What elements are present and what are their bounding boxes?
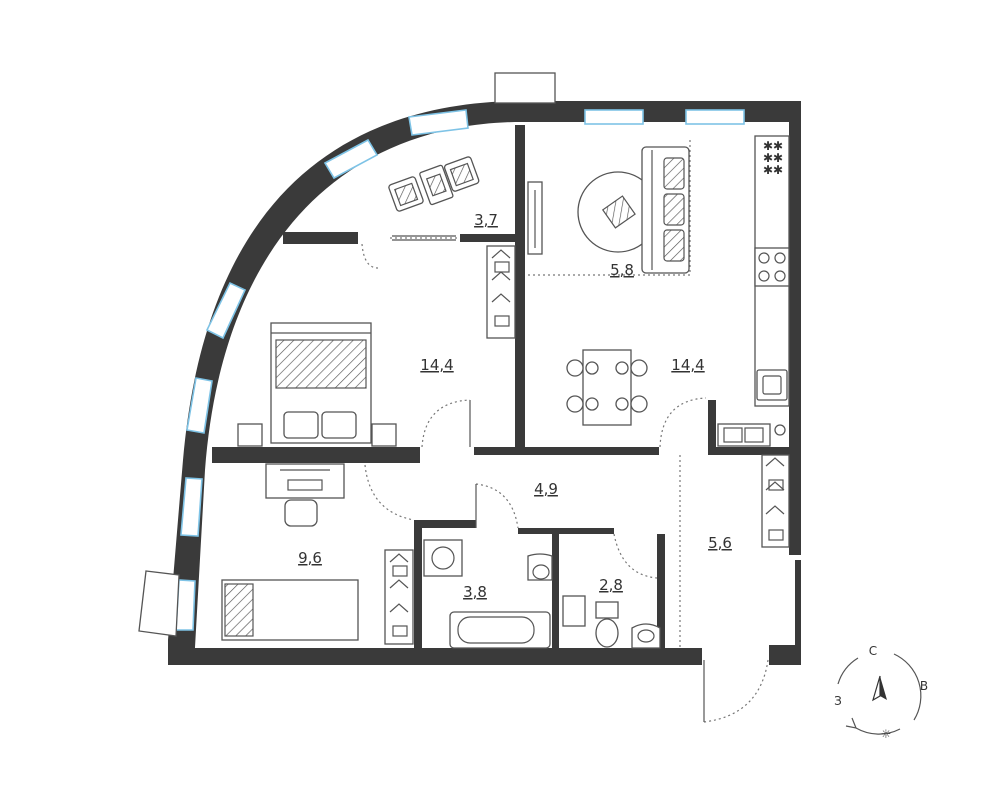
windows xyxy=(138,72,745,637)
dining-table xyxy=(582,349,632,426)
boiler xyxy=(562,595,586,627)
sun-icon: ☼ xyxy=(881,727,892,741)
wardrobe-corridor xyxy=(761,454,790,548)
bottom-wall xyxy=(168,648,700,665)
balcony-furniture xyxy=(388,156,480,212)
wall-bed-divider xyxy=(212,447,420,463)
doors xyxy=(361,140,769,723)
area-label-living: 5,8 xyxy=(610,261,634,279)
compass-needle-icon xyxy=(880,676,887,700)
wall-wc-right xyxy=(657,534,665,648)
area-label-kitchen: 14,4 xyxy=(671,356,704,374)
area-label-balcony: 3,7 xyxy=(474,211,498,229)
door-bedroom xyxy=(421,399,471,448)
window-5 xyxy=(180,477,203,537)
top-wall xyxy=(515,101,801,122)
wc-sink xyxy=(631,623,661,649)
desk-chair xyxy=(284,499,318,527)
area-label-bedroom: 9,6 xyxy=(298,549,322,567)
right-wall-lower xyxy=(769,645,801,665)
compass-west: З xyxy=(834,694,842,708)
dining-chairs xyxy=(566,359,648,413)
wall-bath-top-2 xyxy=(518,528,614,534)
ac-unit-side xyxy=(138,570,180,637)
interior-walls xyxy=(212,125,793,665)
window-4 xyxy=(186,377,213,434)
wall-bath-wc xyxy=(552,528,559,650)
outer-walls xyxy=(168,101,801,665)
washing-machine xyxy=(423,539,463,577)
wall-bath-top xyxy=(414,520,476,528)
living-furniture xyxy=(527,146,690,274)
bedroom-furniture xyxy=(221,463,414,645)
compass-north: С xyxy=(869,644,877,658)
bathtub xyxy=(449,611,551,649)
compass: С В З ☼ xyxy=(834,644,928,741)
fridge xyxy=(717,423,771,447)
wall-kitchen-side xyxy=(708,400,716,455)
stove xyxy=(754,247,790,287)
area-label-corridor: 5,6 xyxy=(708,534,732,552)
compass-east: В xyxy=(920,679,928,693)
sink xyxy=(756,369,788,401)
living-rug-boundary xyxy=(528,140,691,276)
room-labels: 3,7 5,8 14,4 14,4 4,9 9,6 5,6 3,8 2,8 xyxy=(298,211,732,601)
wall-balcony-right xyxy=(460,234,520,242)
right-wall xyxy=(789,122,801,555)
wardrobe-bedroom xyxy=(384,549,414,645)
curved-wall xyxy=(168,101,515,665)
door-entry xyxy=(703,659,769,723)
ac-unit-top xyxy=(494,72,556,104)
area-label-hallway: 4,9 xyxy=(534,480,558,498)
toilet-furniture xyxy=(562,595,661,649)
bathroom-furniture xyxy=(423,539,553,649)
wall-kitchen-bottom xyxy=(708,447,793,455)
svg-text:✱✱: ✱✱ xyxy=(763,151,783,165)
wall-entry-left xyxy=(694,648,702,665)
bathroom-sink xyxy=(527,553,553,581)
door-bath xyxy=(475,483,519,529)
nightstand-right xyxy=(371,423,397,447)
area-label-bathroom: 3,8 xyxy=(463,583,487,601)
corridor-furniture xyxy=(761,454,790,548)
door-bedroom2 xyxy=(364,464,415,521)
svg-text:✱✱: ✱✱ xyxy=(763,139,783,153)
toilet-bowl xyxy=(595,601,619,619)
coffee-table xyxy=(601,195,636,229)
window-2 xyxy=(323,138,379,180)
desk xyxy=(265,463,345,499)
window-1 xyxy=(408,109,469,136)
wall-living-divider xyxy=(515,125,525,447)
right-wall-lower-2 xyxy=(795,560,801,660)
area-label-toilet: 2,8 xyxy=(599,576,623,594)
door-balcony-swing xyxy=(361,243,379,269)
area-label-master-bedroom: 14,4 xyxy=(420,356,453,374)
nightstand-left xyxy=(237,423,263,447)
compass-ring xyxy=(893,653,922,721)
wall-bath-left xyxy=(414,520,422,650)
door-kitchen xyxy=(659,397,707,448)
svg-text:✱✱: ✱✱ xyxy=(763,163,783,177)
door-balcony-leaf xyxy=(392,235,456,241)
kitchen-furniture: ✱✱ ✱✱ ✱✱ xyxy=(566,135,790,447)
wardrobe-master xyxy=(486,245,516,339)
window-3 xyxy=(205,281,247,340)
arrow-icon xyxy=(845,717,857,729)
window-7 xyxy=(584,109,644,125)
wall-balcony-left xyxy=(283,232,358,244)
door-wc xyxy=(613,533,658,579)
master-bedroom-furniture xyxy=(237,245,516,447)
wall-hall-top xyxy=(474,447,659,455)
window-8 xyxy=(685,109,745,125)
